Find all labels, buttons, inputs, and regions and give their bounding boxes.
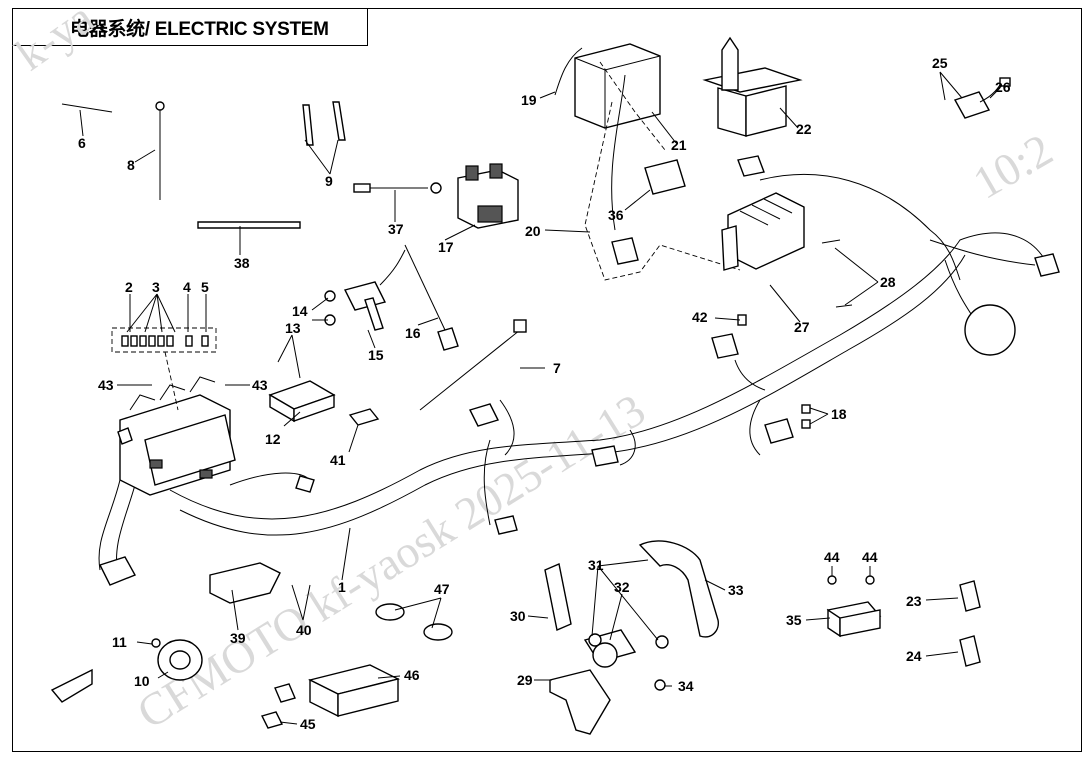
callout-9: 9 — [325, 173, 333, 189]
callout-46: 46 — [404, 667, 420, 683]
leader-lines — [79, 71, 1001, 725]
callout-19: 19 — [521, 92, 537, 108]
diagram-title: 电器系统/ ELECTRIC SYSTEM — [70, 19, 329, 40]
callout-25: 25 — [932, 55, 948, 71]
clip-part — [348, 408, 380, 426]
callout-31: 31 — [588, 557, 604, 573]
callout-4: 4 — [183, 279, 191, 295]
callout-30: 30 — [510, 608, 526, 624]
callout-5: 5 — [201, 279, 209, 295]
callout-43-right: 43 — [252, 377, 268, 393]
callout-22: 22 — [796, 121, 812, 137]
callout-8: 8 — [127, 157, 135, 173]
horn-bracket — [209, 562, 281, 604]
callout-32: 32 — [614, 579, 630, 595]
callout-45: 45 — [300, 716, 316, 732]
callout-23: 23 — [906, 593, 922, 609]
callout-44-right: 44 — [862, 549, 878, 565]
callout-36: 36 — [608, 207, 624, 223]
callout-6: 6 — [78, 135, 86, 151]
hose-clamps — [375, 603, 453, 641]
main-wiring-harness — [98, 155, 1060, 586]
callout-40: 40 — [296, 622, 312, 638]
callout-17: 17 — [438, 239, 454, 255]
callout-12: 12 — [265, 431, 281, 447]
voltage-regulator — [721, 192, 853, 308]
mounting-bracket — [702, 36, 803, 137]
callout-44-left: 44 — [824, 549, 840, 565]
callout-43-left: 43 — [98, 377, 114, 393]
callout-28: 28 — [880, 274, 896, 290]
callout-38: 38 — [234, 255, 250, 271]
callout-21: 21 — [671, 137, 687, 153]
callout-3: 3 — [152, 279, 160, 295]
callout-20: 20 — [525, 223, 541, 239]
callout-26: 26 — [995, 79, 1011, 95]
fuse-box-assembly — [117, 376, 236, 496]
callout-24: 24 — [906, 648, 922, 664]
callout-13: 13 — [285, 320, 301, 336]
callout-7: 7 — [553, 360, 561, 376]
bulb-sockets — [959, 580, 981, 667]
callout-33: 33 — [728, 582, 744, 598]
callout-29: 29 — [517, 672, 533, 688]
callout-34: 34 — [678, 678, 694, 694]
callout-39: 39 — [230, 630, 246, 646]
fuse-set — [111, 327, 217, 411]
sensor-with-screws — [953, 77, 1011, 119]
drawing-frame — [12, 8, 1082, 752]
callout-42: 42 — [692, 309, 708, 325]
callout-37: 37 — [388, 221, 404, 237]
callout-18: 18 — [831, 406, 847, 422]
callout-27: 27 — [794, 319, 810, 335]
watermark-left: k-ya — [6, 0, 102, 80]
watermark-right: 10:2 — [965, 124, 1061, 209]
control-module — [268, 380, 336, 423]
harness-connector — [801, 404, 811, 429]
battery-and-cables — [554, 43, 741, 281]
callout-15: 15 — [368, 347, 384, 363]
callout-41: 41 — [330, 452, 346, 468]
callout-labels: 1 2 3 4 5 6 7 8 9 10 11 12 13 14 15 16 1… — [78, 55, 1011, 732]
callout-11: 11 — [112, 634, 127, 650]
starter-relay — [457, 163, 519, 229]
long-cable-tie — [419, 319, 527, 411]
horn — [151, 638, 203, 681]
water-pump-and-hoses — [544, 540, 719, 735]
relay-module — [826, 575, 882, 638]
callout-14: 14 — [292, 303, 308, 319]
callout-35: 35 — [786, 612, 802, 628]
title-block — [12, 8, 368, 46]
callout-1: 1 — [338, 579, 346, 595]
ecu-module — [260, 664, 401, 729]
callout-2: 2 — [125, 279, 133, 295]
callout-47: 47 — [434, 581, 450, 597]
sensor-and-cable — [324, 244, 459, 351]
callout-10: 10 — [134, 673, 150, 689]
callout-16: 16 — [405, 325, 421, 341]
reference-note-icon — [50, 668, 93, 703]
cable-ties-and-straps — [61, 101, 442, 229]
